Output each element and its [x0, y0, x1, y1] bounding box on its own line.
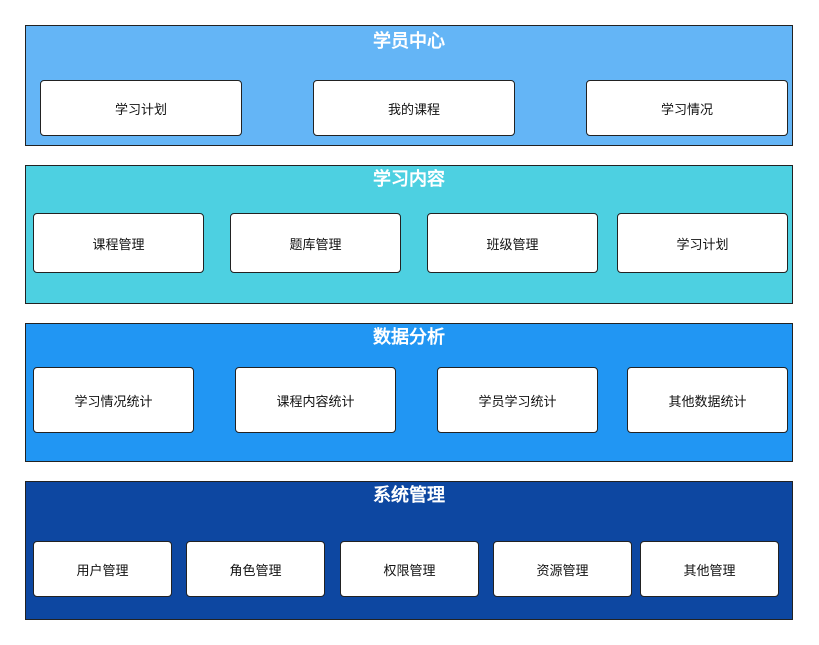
- section-student-center: 学员中心 学习计划 我的课程 学习情况: [25, 25, 793, 146]
- module-box: 课程内容统计: [235, 367, 396, 433]
- module-box: 角色管理: [186, 541, 325, 597]
- section-title: 学员中心: [373, 31, 445, 52]
- module-box: 资源管理: [493, 541, 632, 597]
- module-box: 其他管理: [640, 541, 779, 597]
- module-box: 我的课程: [313, 80, 515, 136]
- module-box: 学习计划: [40, 80, 242, 136]
- module-box: 权限管理: [340, 541, 479, 597]
- section-title: 数据分析: [373, 327, 445, 348]
- module-box: 课程管理: [33, 213, 204, 273]
- module-box: 班级管理: [427, 213, 598, 273]
- module-box: 学习计划: [617, 213, 788, 273]
- module-box: 学习情况统计: [33, 367, 194, 433]
- module-box: 其他数据统计: [627, 367, 788, 433]
- module-box: 学员学习统计: [437, 367, 598, 433]
- section-title: 学习内容: [373, 169, 445, 190]
- module-box: 题库管理: [230, 213, 401, 273]
- module-box: 学习情况: [586, 80, 788, 136]
- section-learning-content: 学习内容 课程管理 题库管理 班级管理 学习计划: [25, 165, 793, 304]
- section-system-management: 系统管理 用户管理 角色管理 权限管理 资源管理 其他管理: [25, 481, 793, 620]
- section-title: 系统管理: [373, 485, 445, 506]
- section-data-analysis: 数据分析 学习情况统计 课程内容统计 学员学习统计 其他数据统计: [25, 323, 793, 462]
- module-box: 用户管理: [33, 541, 172, 597]
